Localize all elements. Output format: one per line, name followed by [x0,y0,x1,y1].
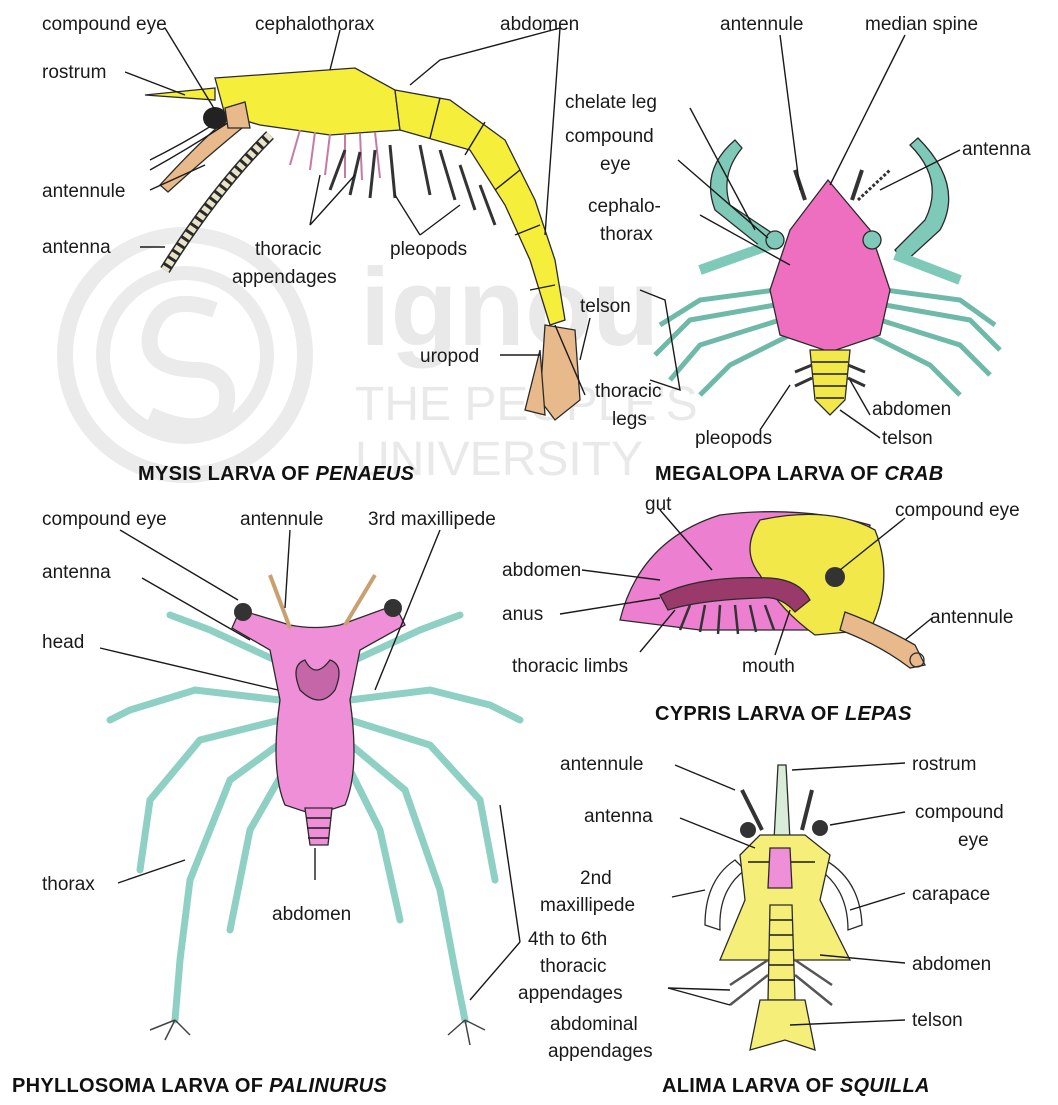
mysis-label-telson: telson [580,296,631,317]
cypris-label-compound-eye: compound eye [895,500,1020,521]
alima-label-rostrum: rostrum [912,754,976,775]
phyllosoma-larva: compound eye antennule 3rd maxillipede a… [12,509,623,1097]
cypris-label-mouth: mouth [742,656,795,677]
alima-label-abdomen: abdomen [912,954,991,975]
phyllosoma-caption: PHYLLOSOMA LARVA OF PALINURUS [12,1075,387,1097]
mysis-label-abdomen: abdomen [500,14,579,35]
alima-label-antenna: antenna [584,806,653,827]
alima-label-telson: telson [912,1010,963,1031]
megalopa-abdomen-shape [810,350,850,415]
mysis-label-pleopods: pleopods [390,239,467,260]
megalopa-label-abdomen: abdomen [872,399,951,420]
phyllosoma-label-compound-eye: compound eye [42,509,167,530]
cypris-caption: CYPRIS LARVA OF LEPAS [655,703,912,725]
megalopa-label-compound: compound [565,126,654,147]
mysis-label-antenna: antenna [42,237,111,258]
alima-label-abdominal: abdominal [550,1014,638,1035]
megalopa-label-thorax: thorax [600,224,653,245]
phyllosoma-label-th1: 4th to 6th [528,929,607,950]
mysis-label-compound-eye: compound eye [42,14,167,35]
phyllosoma-abdomen-shape [305,808,332,845]
phyllosoma-label-head: head [42,632,84,653]
watermark: ignou THE PEOPLE'S UNIVERSITY [65,235,698,486]
cypris-label-gut: gut [645,494,672,515]
phyllosoma-label-antenna: antenna [42,562,111,583]
megalopa-label-antennule: antennule [720,14,803,35]
megalopa-label-cephalo: cephalo- [588,196,661,217]
megalopa-label-chelate-leg: chelate leg [565,92,657,113]
megalopa-label-pleopods: pleopods [695,428,772,449]
phyllosoma-label-th3: appendages [518,983,623,1004]
cypris-label-anus: anus [502,604,543,625]
alima-label-second: 2nd [580,868,612,889]
phyllosoma-label-maxillipede: 3rd maxillipede [368,509,496,530]
alima-label-appendages: appendages [548,1041,653,1062]
phyllosoma-label-antennule: antennule [240,509,323,530]
alima-label-compound: compound [915,802,1004,823]
cypris-label-antennule: antennule [930,607,1013,628]
megalopa-cephalothorax-shape [770,180,890,352]
mysis-label-uropod: uropod [420,346,479,367]
phyllosoma-label-abdomen: abdomen [272,904,351,925]
cypris-label-abdomen: abdomen [502,560,581,581]
alima-larva: antennule rostrum antenna compound eye 2… [540,754,1004,1097]
phyllosoma-label-thorax: thorax [42,874,95,895]
alima-abdomen-shape [768,905,795,1000]
mysis-eye-shape [203,107,227,129]
mysis-label-antennule: antennule [42,181,125,202]
alima-label-carapace: carapace [912,884,990,905]
mysis-label-cephalothorax: cephalothorax [255,14,375,35]
mysis-label-thoracic: thoracic [255,239,322,260]
megalopa-label-antenna: antenna [962,139,1031,160]
megalopa-label-telson: telson [882,428,933,449]
mysis-label-rostrum: rostrum [42,62,106,83]
mysis-label-appendages: appendages [232,267,337,288]
megalopa-chela-right [895,138,949,262]
megalopa-caption: MEGALOPA LARVA OF CRAB [655,463,943,485]
megalopa-chela-left [711,140,776,250]
alima-caption: ALIMA LARVA OF SQUILLA [662,1075,930,1097]
cypris-label-thoracic-limbs: thoracic limbs [512,656,628,677]
mysis-caption: MYSIS LARVA OF PENAEUS [138,463,415,485]
phyllosoma-head-shape [232,605,405,815]
alima-label-antennule: antennule [560,754,643,775]
cypris-larva: gut compound eye abdomen anus antennule … [502,494,1020,725]
alima-label-eye: eye [958,830,989,851]
alima-label-maxillipede: maxillipede [540,895,635,916]
megalopa-label-legs: legs [612,409,647,430]
megalopa-label-thoracic: thoracic [595,381,662,402]
megalopa-label-eye: eye [600,154,631,175]
megalopa-label-median-spine: median spine [865,14,978,35]
phyllosoma-label-th2: thoracic [540,956,607,977]
